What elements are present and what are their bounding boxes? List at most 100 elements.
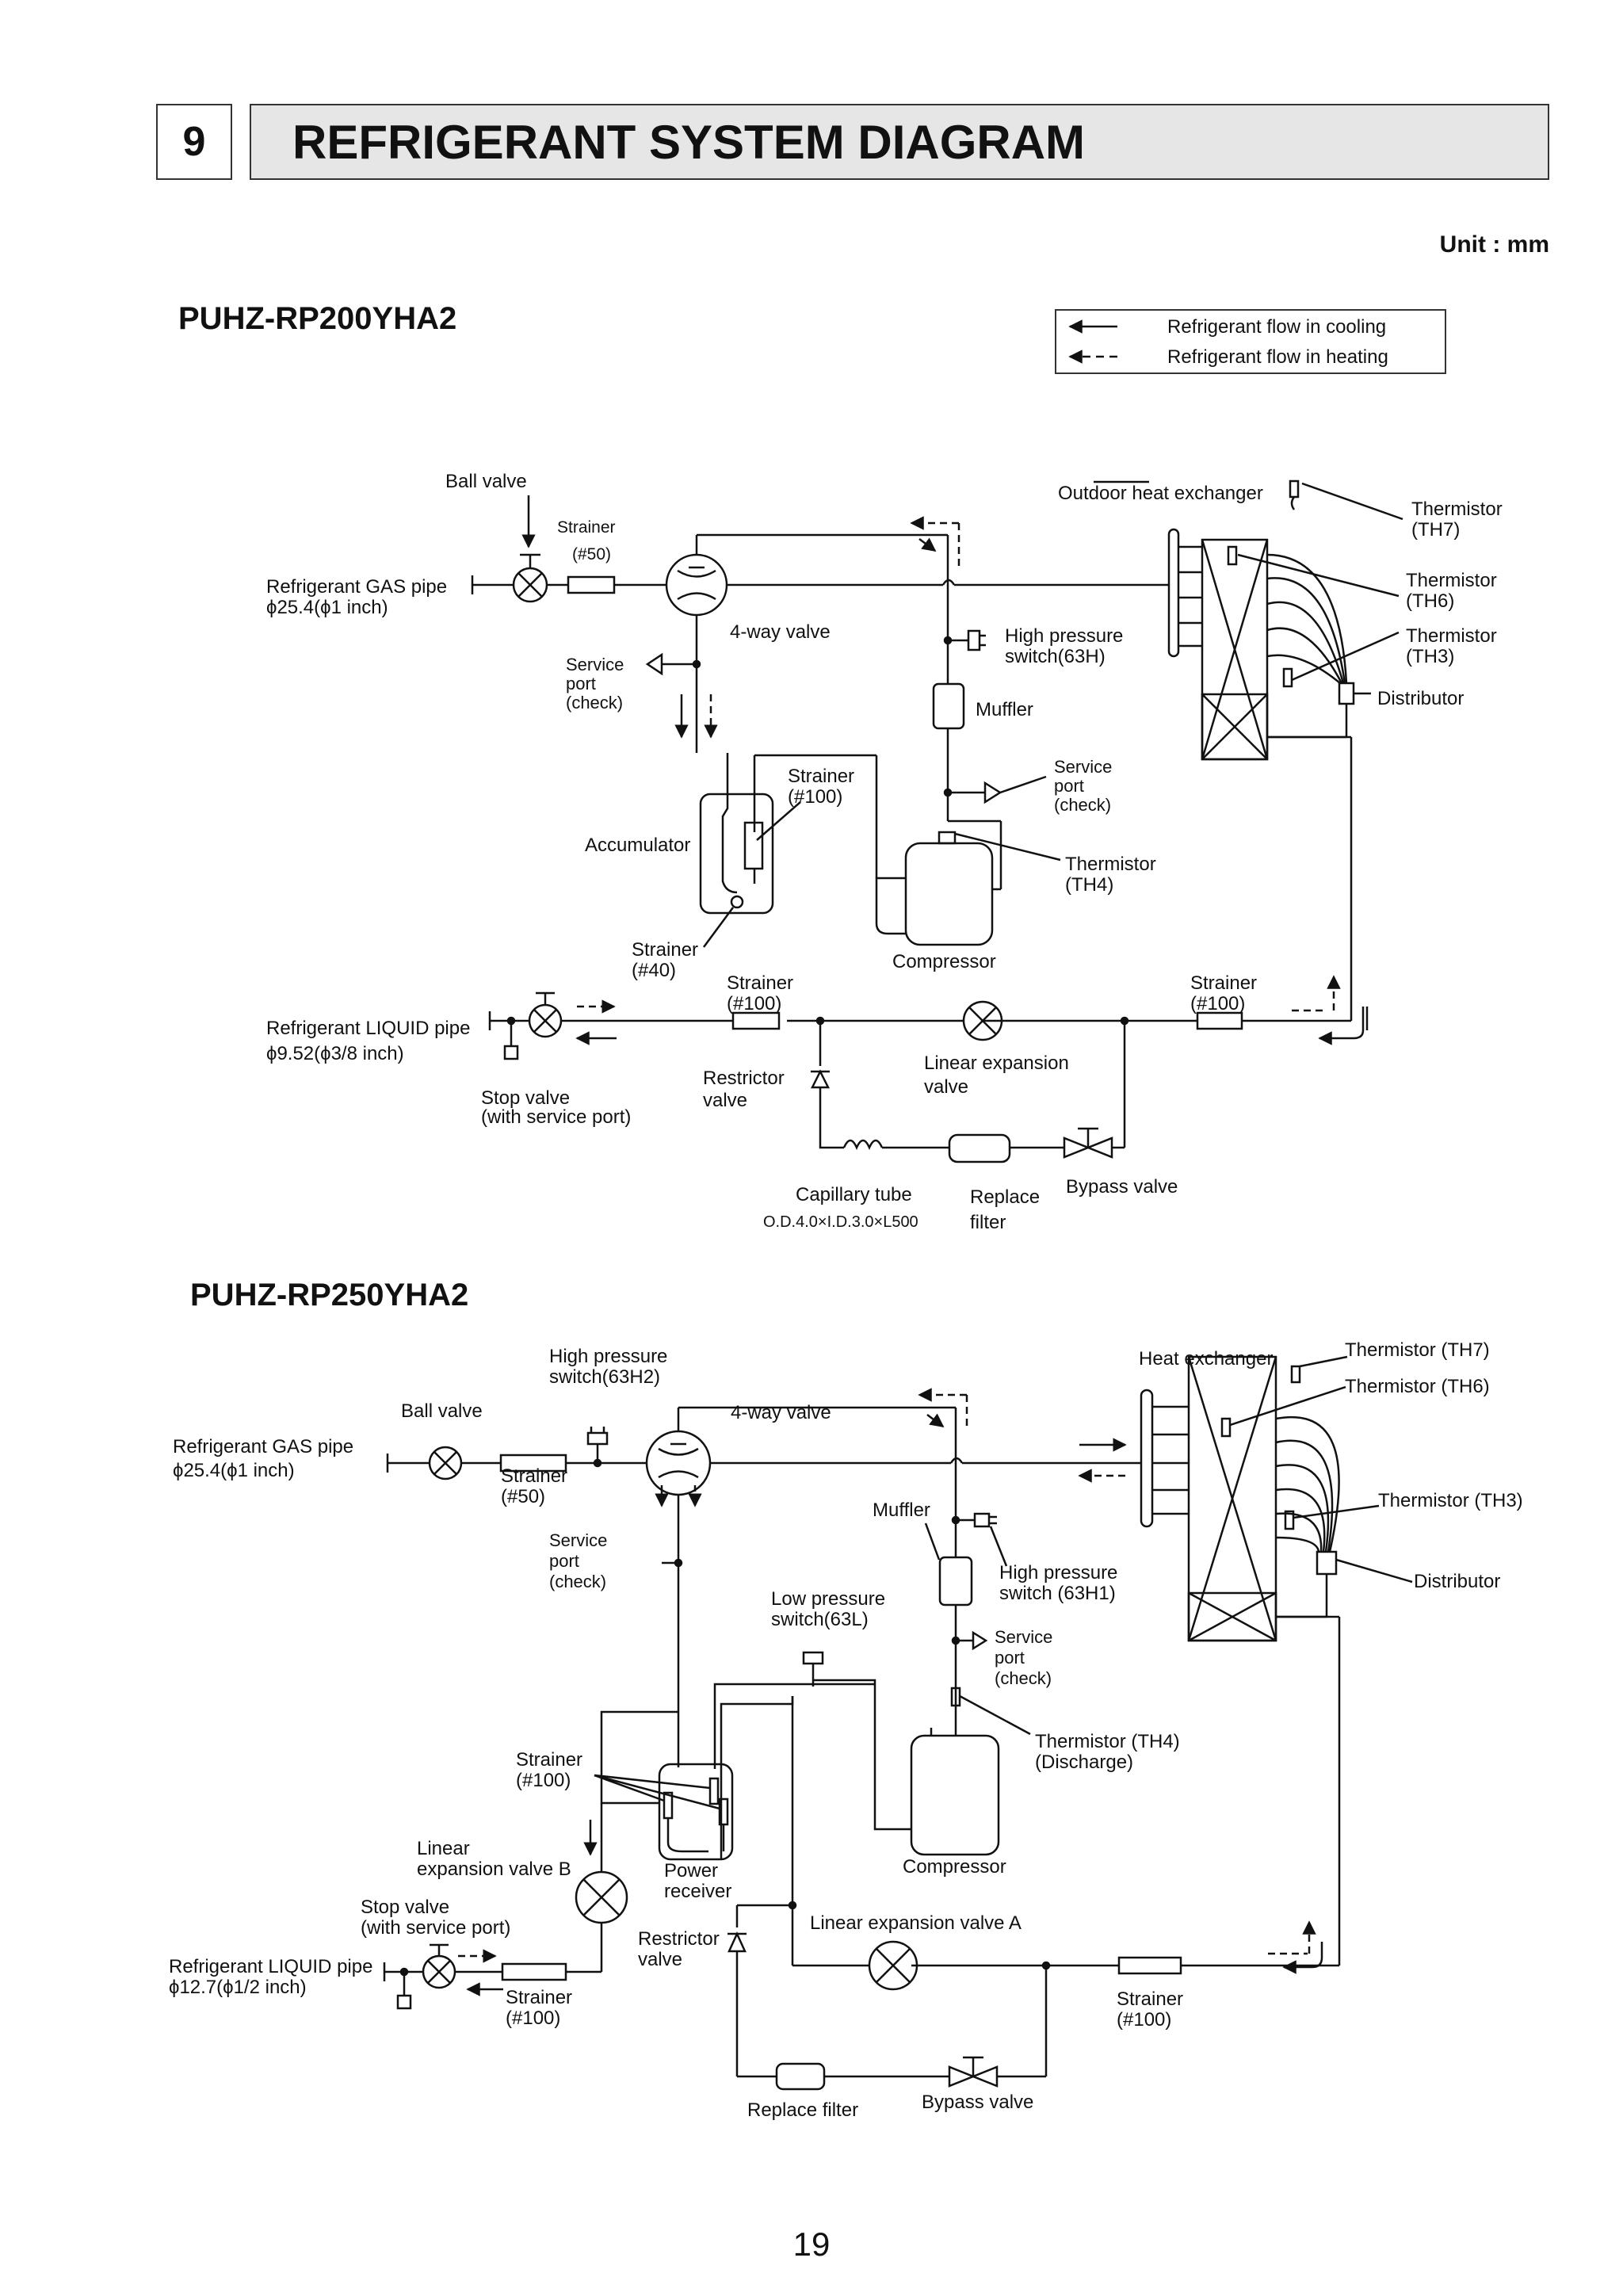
th3-sensor-icon	[1282, 667, 1293, 688]
replace-filter-icon	[948, 1133, 1011, 1163]
d1-th4-l2: (TH4)	[1065, 874, 1113, 896]
d1-restrictor-l2: valve	[703, 1090, 747, 1111]
d1-th7-l2: (TH7)	[1411, 519, 1460, 541]
linear-expansion-valve-icon	[962, 1000, 1003, 1041]
d1-th3-l1: Thermistor	[1406, 625, 1497, 647]
d2-gas-pipe-l1: Refrigerant GAS pipe	[173, 1436, 353, 1457]
d1-th6-l2: (TH6)	[1406, 590, 1454, 612]
d2-strainer100r-l1: Strainer	[1117, 1988, 1183, 2010]
d1-strainer50-l2: (#50)	[572, 545, 611, 563]
d2-replace-filter-label: Replace filter	[747, 2099, 858, 2121]
d2-strainer50-l1: Strainer	[501, 1465, 567, 1487]
d2-th4-l2: (Discharge)	[1035, 1752, 1133, 1773]
d1-sp-l2: port	[566, 674, 596, 693]
d1-strainer100r-l2: (#100)	[1190, 993, 1245, 1014]
section-number: 9	[156, 104, 232, 180]
linear-expansion-valve-a-icon	[868, 1940, 918, 1991]
d1-stop-valve-l1: Stop valve	[481, 1087, 570, 1109]
four-way-valve-icon	[665, 553, 728, 617]
model-title-1: PUHZ-RP200YHA2	[178, 301, 457, 336]
d1-lev-l2: valve	[924, 1076, 968, 1098]
d2-strainer100-l2: (#100)	[516, 1770, 571, 1791]
page-title-text: REFRIGERANT SYSTEM DIAGRAM	[292, 115, 1086, 169]
d2-bypass-label: Bypass valve	[922, 2092, 1033, 2113]
d2-strainer100-l1: Strainer	[516, 1749, 582, 1771]
d2-hp63h2-l2: switch(63H2)	[549, 1366, 660, 1388]
d2-strainer100liq-l1: Strainer	[506, 1987, 572, 2008]
d2-lp-l2: switch(63L)	[771, 1609, 869, 1630]
d1-strainer100-l1: Strainer	[788, 766, 854, 787]
d2-gas-pipe-l2: ϕ25.4(ϕ1 inch)	[173, 1460, 295, 1481]
d2-strainer100r-l2: (#100)	[1117, 2009, 1171, 2030]
d1-stop-valve-l2: (with service port)	[481, 1106, 631, 1128]
d1-strainer100liq-l1: Strainer	[727, 972, 793, 994]
d2-spr-l1: Service	[995, 1627, 1052, 1647]
d2-muffler-label: Muffler	[873, 1499, 930, 1521]
legend-heating: Refrigerant flow in heating	[1167, 346, 1388, 368]
d1-sp-l3: (check)	[566, 693, 623, 712]
d1-restrictor-l1: Restrictor	[703, 1068, 785, 1089]
d2-liquid-pipe-l1: Refrigerant LIQUID pipe	[169, 1956, 372, 1977]
d1-liquid-pipe-l1: Refrigerant LIQUID pipe	[266, 1018, 470, 1039]
d2-ball-valve-label: Ball valve	[401, 1400, 483, 1422]
d2-th3-label: Thermistor (TH3)	[1378, 1490, 1523, 1511]
d1-strainer40-l2: (#40)	[632, 960, 676, 981]
hp-switch-63h1-icon	[973, 1512, 991, 1528]
compressor-icon	[904, 842, 994, 946]
d1-muffler-label: Muffler	[976, 699, 1033, 720]
th6-sensor-icon	[1227, 545, 1238, 566]
d2-lp-l1: Low pressure	[771, 1588, 885, 1610]
d2-compressor-label: Compressor	[903, 1856, 1006, 1878]
d2-spl-l3: (check)	[549, 1572, 606, 1591]
d1-th6-l1: Thermistor	[1406, 570, 1497, 591]
diagram-1-labels: Ball valve Strainer (#50) Refrigerant GA…	[266, 471, 1503, 1233]
d1-capillary-l1: Capillary tube	[796, 1184, 912, 1205]
distributor-2-icon	[1316, 1550, 1338, 1576]
d2-spl-l1: Service	[549, 1530, 607, 1550]
d2-distributor-label: Distributor	[1414, 1571, 1500, 1592]
d2-hx-label: Heat exchanger	[1139, 1348, 1273, 1370]
d1-replace-filter-l1: Replace	[970, 1186, 1040, 1208]
unit-label: Unit : mm	[1439, 231, 1549, 258]
d2-receiver-l1: Power	[664, 1860, 718, 1881]
diagram-2	[383, 1355, 1413, 2091]
d2-liquid-pipe-l2: ϕ12.7(ϕ1/2 inch)	[169, 1977, 307, 1998]
d1-strainer100-l2: (#100)	[788, 786, 842, 808]
strainer-100-right-icon	[1196, 1011, 1243, 1030]
d1-gas-pipe-l2: ϕ25.4(ϕ1 inch)	[266, 597, 388, 618]
d2-levb-l2: expansion valve B	[417, 1859, 571, 1880]
d1-th4-l1: Thermistor	[1065, 854, 1156, 875]
d2-spr-l2: port	[995, 1648, 1025, 1668]
distributor-icon	[1338, 682, 1355, 705]
d1-strainer50-l1: Strainer	[557, 518, 616, 537]
d1-spr-l3: (check)	[1054, 795, 1111, 815]
stop-valve-2-icon	[422, 1943, 456, 1989]
d1-strainer100r-l1: Strainer	[1190, 972, 1257, 994]
d2-strainer100liq-l2: (#100)	[506, 2008, 560, 2029]
ball-valve-icon	[512, 553, 548, 603]
th3-2-icon	[1284, 1510, 1295, 1530]
strainer-100-right-2-icon	[1117, 1956, 1182, 1975]
power-receiver-icon	[658, 1763, 734, 1861]
th6-2-icon	[1220, 1417, 1232, 1438]
strainer-100-liquid-icon	[731, 1011, 781, 1030]
page-title: REFRIGERANT SYSTEM DIAGRAM	[250, 104, 1549, 180]
d1-four-way-label: 4-way valve	[730, 621, 831, 643]
ball-valve-2-icon	[428, 1446, 463, 1480]
d1-liquid-pipe-l2: ϕ9.52(ϕ3/8 inch)	[266, 1043, 404, 1064]
d1-th7-l1: Thermistor	[1411, 499, 1503, 520]
d1-sp-l1: Service	[566, 655, 624, 674]
restrictor-valve-icon	[810, 1069, 831, 1089]
d2-four-way-label: 4-way valve	[731, 1402, 831, 1423]
legend-box: Refrigerant flow in cooling Refrigerant …	[1055, 309, 1446, 374]
four-way-valve-2-icon	[645, 1430, 712, 1496]
strainer-50-icon	[567, 575, 616, 594]
outdoor-heat-exchanger-icon	[1167, 528, 1269, 761]
d1-lev-l1: Linear expansion	[924, 1052, 1069, 1074]
d2-th7-label: Thermistor (TH7)	[1345, 1339, 1490, 1361]
d1-strainer40-l1: Strainer	[632, 939, 698, 961]
th7-sensor-icon	[1289, 479, 1300, 499]
d2-stop-valve-l2: (with service port)	[361, 1917, 510, 1939]
heat-exchanger-icon	[1140, 1355, 1277, 1642]
